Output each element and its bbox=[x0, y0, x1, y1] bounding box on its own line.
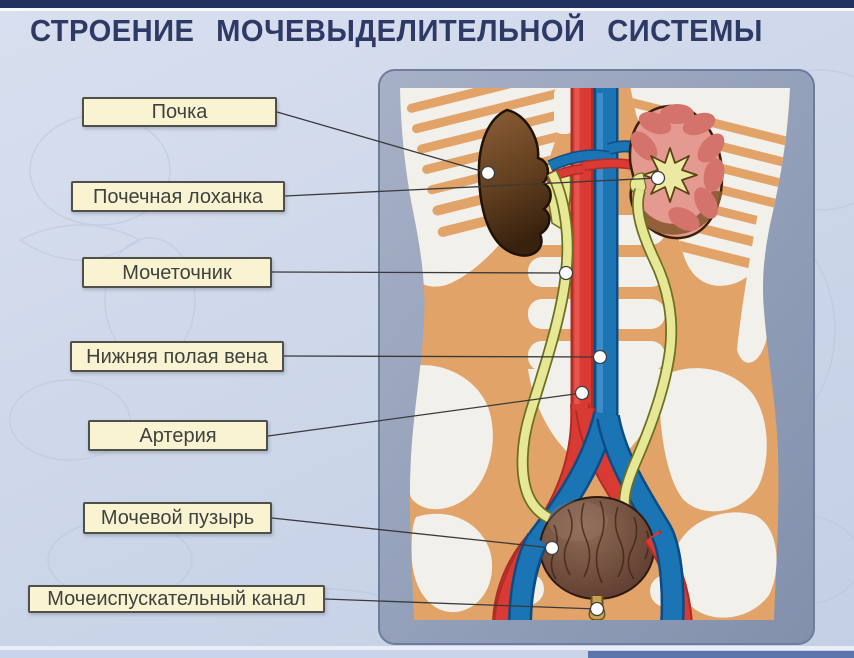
label-inferior-vena-cava-text: Нижняя полая вена bbox=[86, 345, 268, 368]
vena-cava bbox=[593, 88, 619, 421]
label-kidney: Почка bbox=[82, 97, 277, 127]
renal-pyramids bbox=[630, 104, 725, 231]
label-renal-pelvis: Почечная лоханка bbox=[71, 181, 285, 212]
top-accent-bar bbox=[0, 0, 854, 8]
label-renal-pelvis-text: Почечная лоханка bbox=[93, 185, 263, 208]
label-urethra: Мочеиспускательный канал bbox=[28, 585, 325, 613]
label-ureter-text: Мочеточник bbox=[122, 261, 232, 284]
footer-band bbox=[0, 650, 854, 658]
label-artery-text: Артерия bbox=[139, 424, 217, 447]
urethra bbox=[588, 596, 606, 620]
anatomy-illustration bbox=[378, 69, 815, 645]
aorta bbox=[570, 88, 594, 417]
top-divider-line bbox=[0, 8, 854, 11]
footer-accent-bar bbox=[588, 651, 854, 658]
footer-divider-line bbox=[0, 646, 854, 650]
label-urethra-text: Мочеиспускательный канал bbox=[47, 588, 306, 610]
label-bladder: Мочевой пузырь bbox=[83, 502, 272, 534]
label-artery: Артерия bbox=[88, 420, 268, 451]
label-kidney-text: Почка bbox=[151, 101, 208, 123]
page-title: СТРОЕНИЕ МОЧЕВЫДЕЛИТЕЛЬНОЙ СИСТЕМЫ bbox=[30, 13, 763, 48]
label-inferior-vena-cava: Нижняя полая вена bbox=[70, 341, 284, 372]
renal-pelvis-right bbox=[642, 147, 698, 203]
bladder bbox=[539, 496, 655, 600]
sternum-bone bbox=[554, 88, 574, 134]
label-bladder-text: Мочевой пузырь bbox=[100, 507, 255, 529]
label-ureter: Мочеточник bbox=[82, 257, 272, 288]
